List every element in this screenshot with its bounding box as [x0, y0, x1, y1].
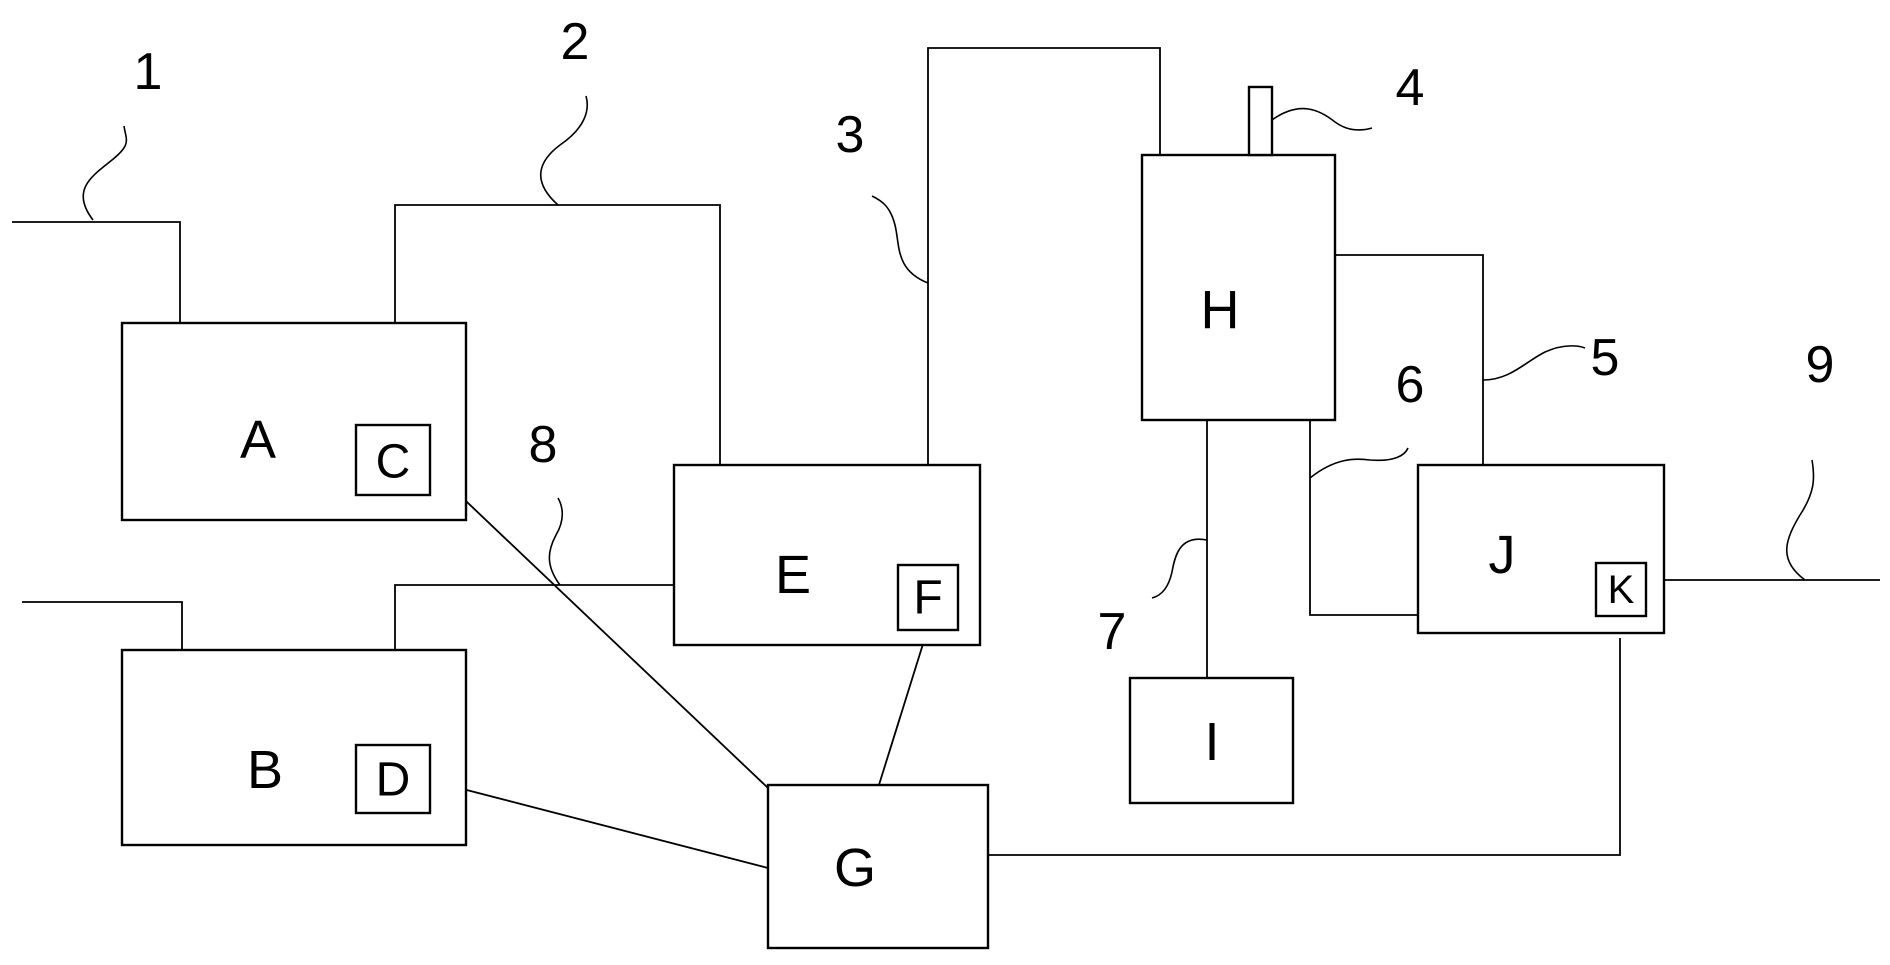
leader-7 — [1151, 538, 1208, 599]
unit-d — [354, 743, 432, 815]
block-i-label: I — [1204, 712, 1219, 772]
signal-c-to-g — [427, 464, 769, 789]
callout-6: 6 — [1396, 356, 1425, 414]
callout-8: 8 — [529, 416, 558, 474]
signal-f-to-g — [877, 627, 929, 789]
block-b-label: B — [247, 740, 283, 800]
block-g-label: G — [834, 838, 876, 898]
callout-5: 5 — [1591, 329, 1620, 387]
block-j-label: J — [1489, 525, 1516, 585]
callout-9: 9 — [1806, 336, 1835, 394]
leader-2 — [540, 95, 588, 206]
signal-lines — [427, 464, 1621, 869]
callout-4: 4 — [1396, 59, 1425, 117]
block-a-label: A — [240, 410, 276, 470]
unit-f — [896, 563, 960, 632]
callout-2: 2 — [561, 13, 590, 71]
unit-d-label: D — [376, 754, 411, 807]
pipe-3-f-to-h — [927, 47, 1161, 565]
leader-1 — [82, 125, 128, 221]
unit-f-label: F — [913, 572, 942, 625]
leader-5 — [1482, 345, 1586, 381]
unit-k — [1594, 561, 1648, 618]
signal-d-to-g — [427, 779, 769, 869]
unit-c — [354, 423, 432, 497]
leader-4 — [1271, 107, 1373, 131]
leader-8 — [548, 497, 564, 586]
leader-9 — [1785, 459, 1815, 581]
leaders — [82, 95, 1815, 599]
callout-3: 3 — [836, 106, 865, 164]
unit-k-label: K — [1608, 568, 1635, 612]
unit-c-label: C — [376, 436, 411, 489]
block-h — [1140, 153, 1337, 422]
block-i — [1128, 676, 1295, 805]
vent-4 — [1247, 85, 1274, 157]
block-h-label: H — [1201, 280, 1240, 340]
callout-7: 7 — [1098, 603, 1127, 661]
signal-g-to-k — [988, 638, 1621, 856]
callout-1: 1 — [134, 43, 163, 101]
leader-3 — [871, 195, 929, 284]
pipe-5-h-to-j — [1335, 254, 1484, 500]
leader-6 — [1309, 447, 1409, 479]
block-e-label: E — [775, 545, 811, 605]
block-g — [766, 783, 990, 950]
